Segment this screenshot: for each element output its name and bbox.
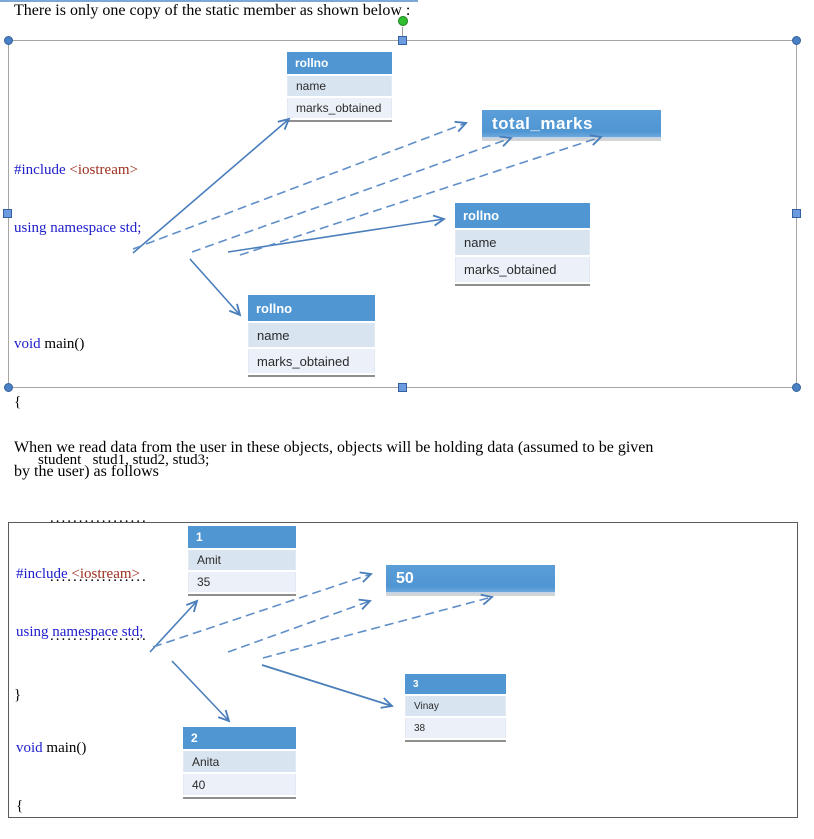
object-marks-value: 38 [405, 718, 506, 738]
handle-bottom-center[interactable] [398, 383, 407, 392]
code-line-main: void main() [14, 336, 85, 352]
object-box-stud2-data[interactable]: 2 Anita 40 [183, 727, 296, 799]
object-rollno-value: 1 [188, 526, 296, 548]
rotate-handle-stem [402, 27, 403, 40]
object-field-marks: marks_obtained [455, 257, 590, 282]
object-field-name: name [287, 76, 392, 96]
code-line-include: #include <iostream> [16, 566, 140, 582]
handle-middle-left[interactable] [3, 209, 12, 218]
rotate-handle[interactable] [398, 16, 408, 26]
object-name-value: Vinay [405, 696, 506, 716]
code-line-blank [14, 274, 209, 298]
object-marks-value: 40 [183, 774, 296, 795]
object-box-stud2[interactable]: rollno name marks_obtained [455, 203, 590, 286]
static-member-value-box[interactable]: 50 [386, 565, 555, 594]
code-line-using: using namespace std; [14, 220, 142, 236]
code-line-dots-3: ................. [50, 628, 148, 644]
handle-top-right[interactable] [792, 36, 801, 45]
code-block-figure2: #include <iostream> using namespace std;… [16, 528, 211, 839]
note-line-1: When we read data from the user in these… [14, 439, 654, 456]
code-line-using: using namespace std; [16, 624, 144, 640]
static-member-box[interactable]: total_marks [482, 110, 661, 139]
object-header: rollno [287, 52, 392, 74]
page-top-rule [0, 0, 418, 2]
object-box-stud3-data[interactable]: 3 Vinay 38 [405, 674, 506, 742]
object-name-value: Amit [188, 550, 296, 570]
object-field-name: name [455, 230, 590, 255]
code-line-open-brace: { [16, 798, 24, 814]
object-field-marks: marks_obtained [248, 349, 375, 373]
note-line-2: by the user) as follows [14, 463, 159, 480]
handle-middle-right[interactable] [792, 209, 801, 218]
object-box-stud1[interactable]: rollno name marks_obtained [287, 52, 392, 122]
code-line-include: #include <iostream> [14, 162, 138, 178]
object-header: rollno [248, 295, 375, 321]
code-line-declaration: student stud1, stud2, stud3; [38, 452, 210, 468]
handle-bottom-left[interactable] [4, 383, 13, 392]
handle-top-center[interactable] [398, 36, 407, 45]
object-name-value: Anita [183, 751, 296, 772]
code-line-blank [16, 678, 211, 702]
object-rollno-value: 3 [405, 674, 506, 694]
handle-bottom-right[interactable] [792, 383, 801, 392]
object-field-name: name [248, 323, 375, 347]
object-header: rollno [455, 203, 590, 228]
note-paragraph: When we read data from the user in these… [14, 436, 653, 484]
object-box-stud3[interactable]: rollno name marks_obtained [248, 295, 375, 377]
code-line-close-brace: } [14, 687, 22, 703]
code-line-dots-1: ................. [50, 510, 148, 526]
object-rollno-value: 2 [183, 727, 296, 749]
code-line-open-brace: { [14, 394, 22, 410]
object-field-marks: marks_obtained [287, 98, 392, 118]
handle-top-left[interactable] [4, 36, 13, 45]
code-line-main: void main() [16, 740, 87, 756]
code-line-dots-2: ................. [50, 569, 148, 585]
intro-paragraph: There is only one copy of the static mem… [14, 2, 411, 19]
